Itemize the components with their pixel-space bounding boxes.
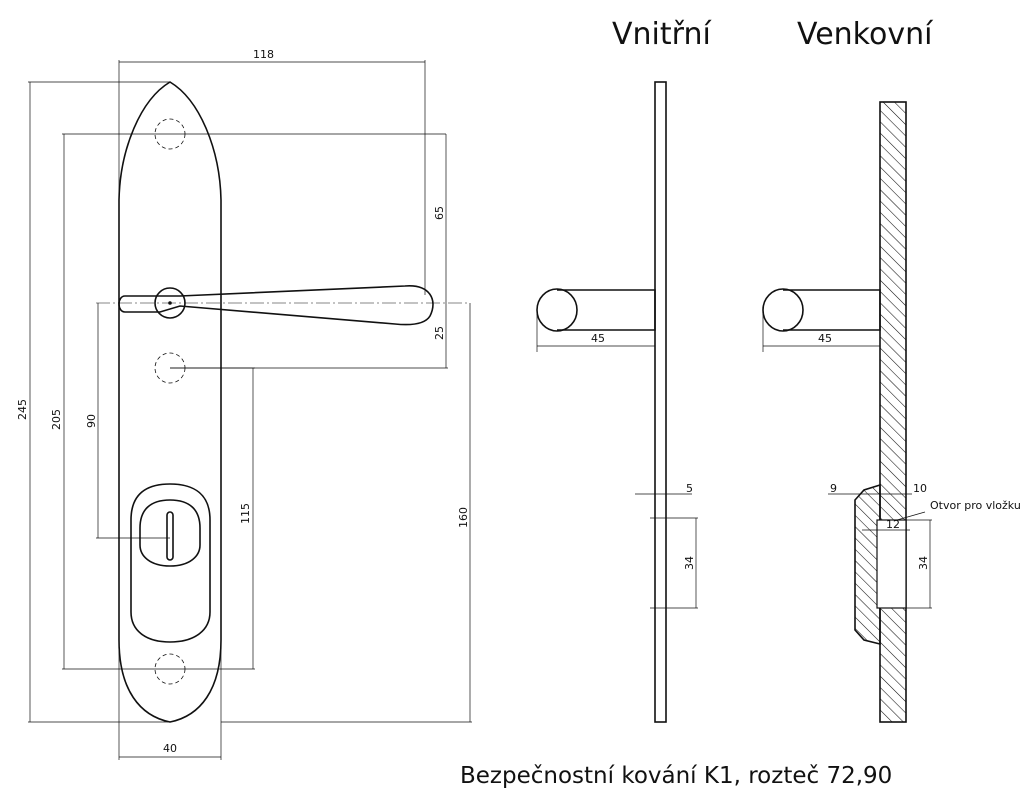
outer-cylinder-hole [876,519,907,609]
dim-handle-to-cylinder-label: 90 [85,414,98,428]
dim-hole-spacing-label: 205 [50,409,63,430]
front-view: 118 245 205 90 65 2 [16,48,472,760]
dim-plate-width: 40 [118,640,222,760]
cylinder-slot [166,511,174,561]
inner-title: Vnitřní [612,17,712,52]
outer-dim-handle-length-label: 45 [818,332,832,345]
dim-height-total-label: 245 [16,399,29,420]
outer-handle [783,289,881,331]
inner-dim-handle-length-label: 45 [591,332,605,345]
handle-lever [118,285,434,326]
dim-plate-width-label: 40 [163,742,177,755]
drawing-caption: Bezpečnostní kování K1, rozteč 72,90 [460,763,892,789]
dim-cylinder-to-bottom-hole-label: 115 [239,503,252,524]
dim-handle-to-bottom: 160 [221,303,472,723]
outer-dim-cylinder-height: 34 [906,519,932,609]
outer-side-view: Venkovní 45 9 10 Otvor pro vložku [762,17,1021,723]
outer-handle-end [762,288,804,332]
dim-handle-to-lower-hole: 25 [170,303,448,369]
outer-dim-handle-length: 45 [762,310,880,352]
dim-handle-to-bottom-label: 160 [457,507,470,528]
outer-dim-cylinder-depth-label: 12 [886,518,900,531]
inner-dim-cylinder-height: 34 [650,517,698,609]
outer-dim-cylinder-depth: 12 [862,518,910,531]
outer-cylinder-shield [854,483,881,646]
outer-cylinder-note-label: Otvor pro vložku [930,499,1021,512]
dim-width-top: 118 [118,48,426,295]
outer-dim-shield-offset-label: 9 [830,482,837,495]
dim-handle-to-top-hole-label: 65 [433,206,446,220]
outer-dim-shield-offset: 9 [828,482,912,495]
dim-width-top-label: 118 [253,48,274,61]
dim-handle-to-cylinder: 90 [85,303,170,539]
dim-height-total: 245 [16,81,170,723]
inner-handle-end [536,288,578,332]
inner-dim-plate-thickness-label: 5 [686,482,693,495]
cylinder-shield-outer [130,483,211,643]
inner-side-view: Vnitřní 45 5 34 [536,17,712,723]
outer-plate [879,101,907,723]
dim-cylinder-to-bottom-hole: 115 [170,367,255,669]
outer-title: Venkovní [797,17,934,52]
dim-handle-to-top-hole: 65 [433,134,447,303]
inner-dim-plate-thickness: 5 [635,482,693,495]
outer-dim-cylinder-height-label: 34 [917,556,930,570]
inner-handle [557,289,656,331]
inner-plate [654,81,667,723]
inner-dim-handle-length: 45 [536,310,655,352]
inner-dim-cylinder-height-label: 34 [683,556,696,570]
dim-handle-to-lower-hole-label: 25 [433,326,446,340]
outer-dim-plate-thickness: 10 [913,482,927,495]
outer-cylinder-note: Otvor pro vložku [896,499,1021,521]
cylinder-shield-inner [139,499,201,567]
outer-dim-plate-thickness-label: 10 [913,482,927,495]
dim-hole-spacing: 205 [50,133,446,670]
